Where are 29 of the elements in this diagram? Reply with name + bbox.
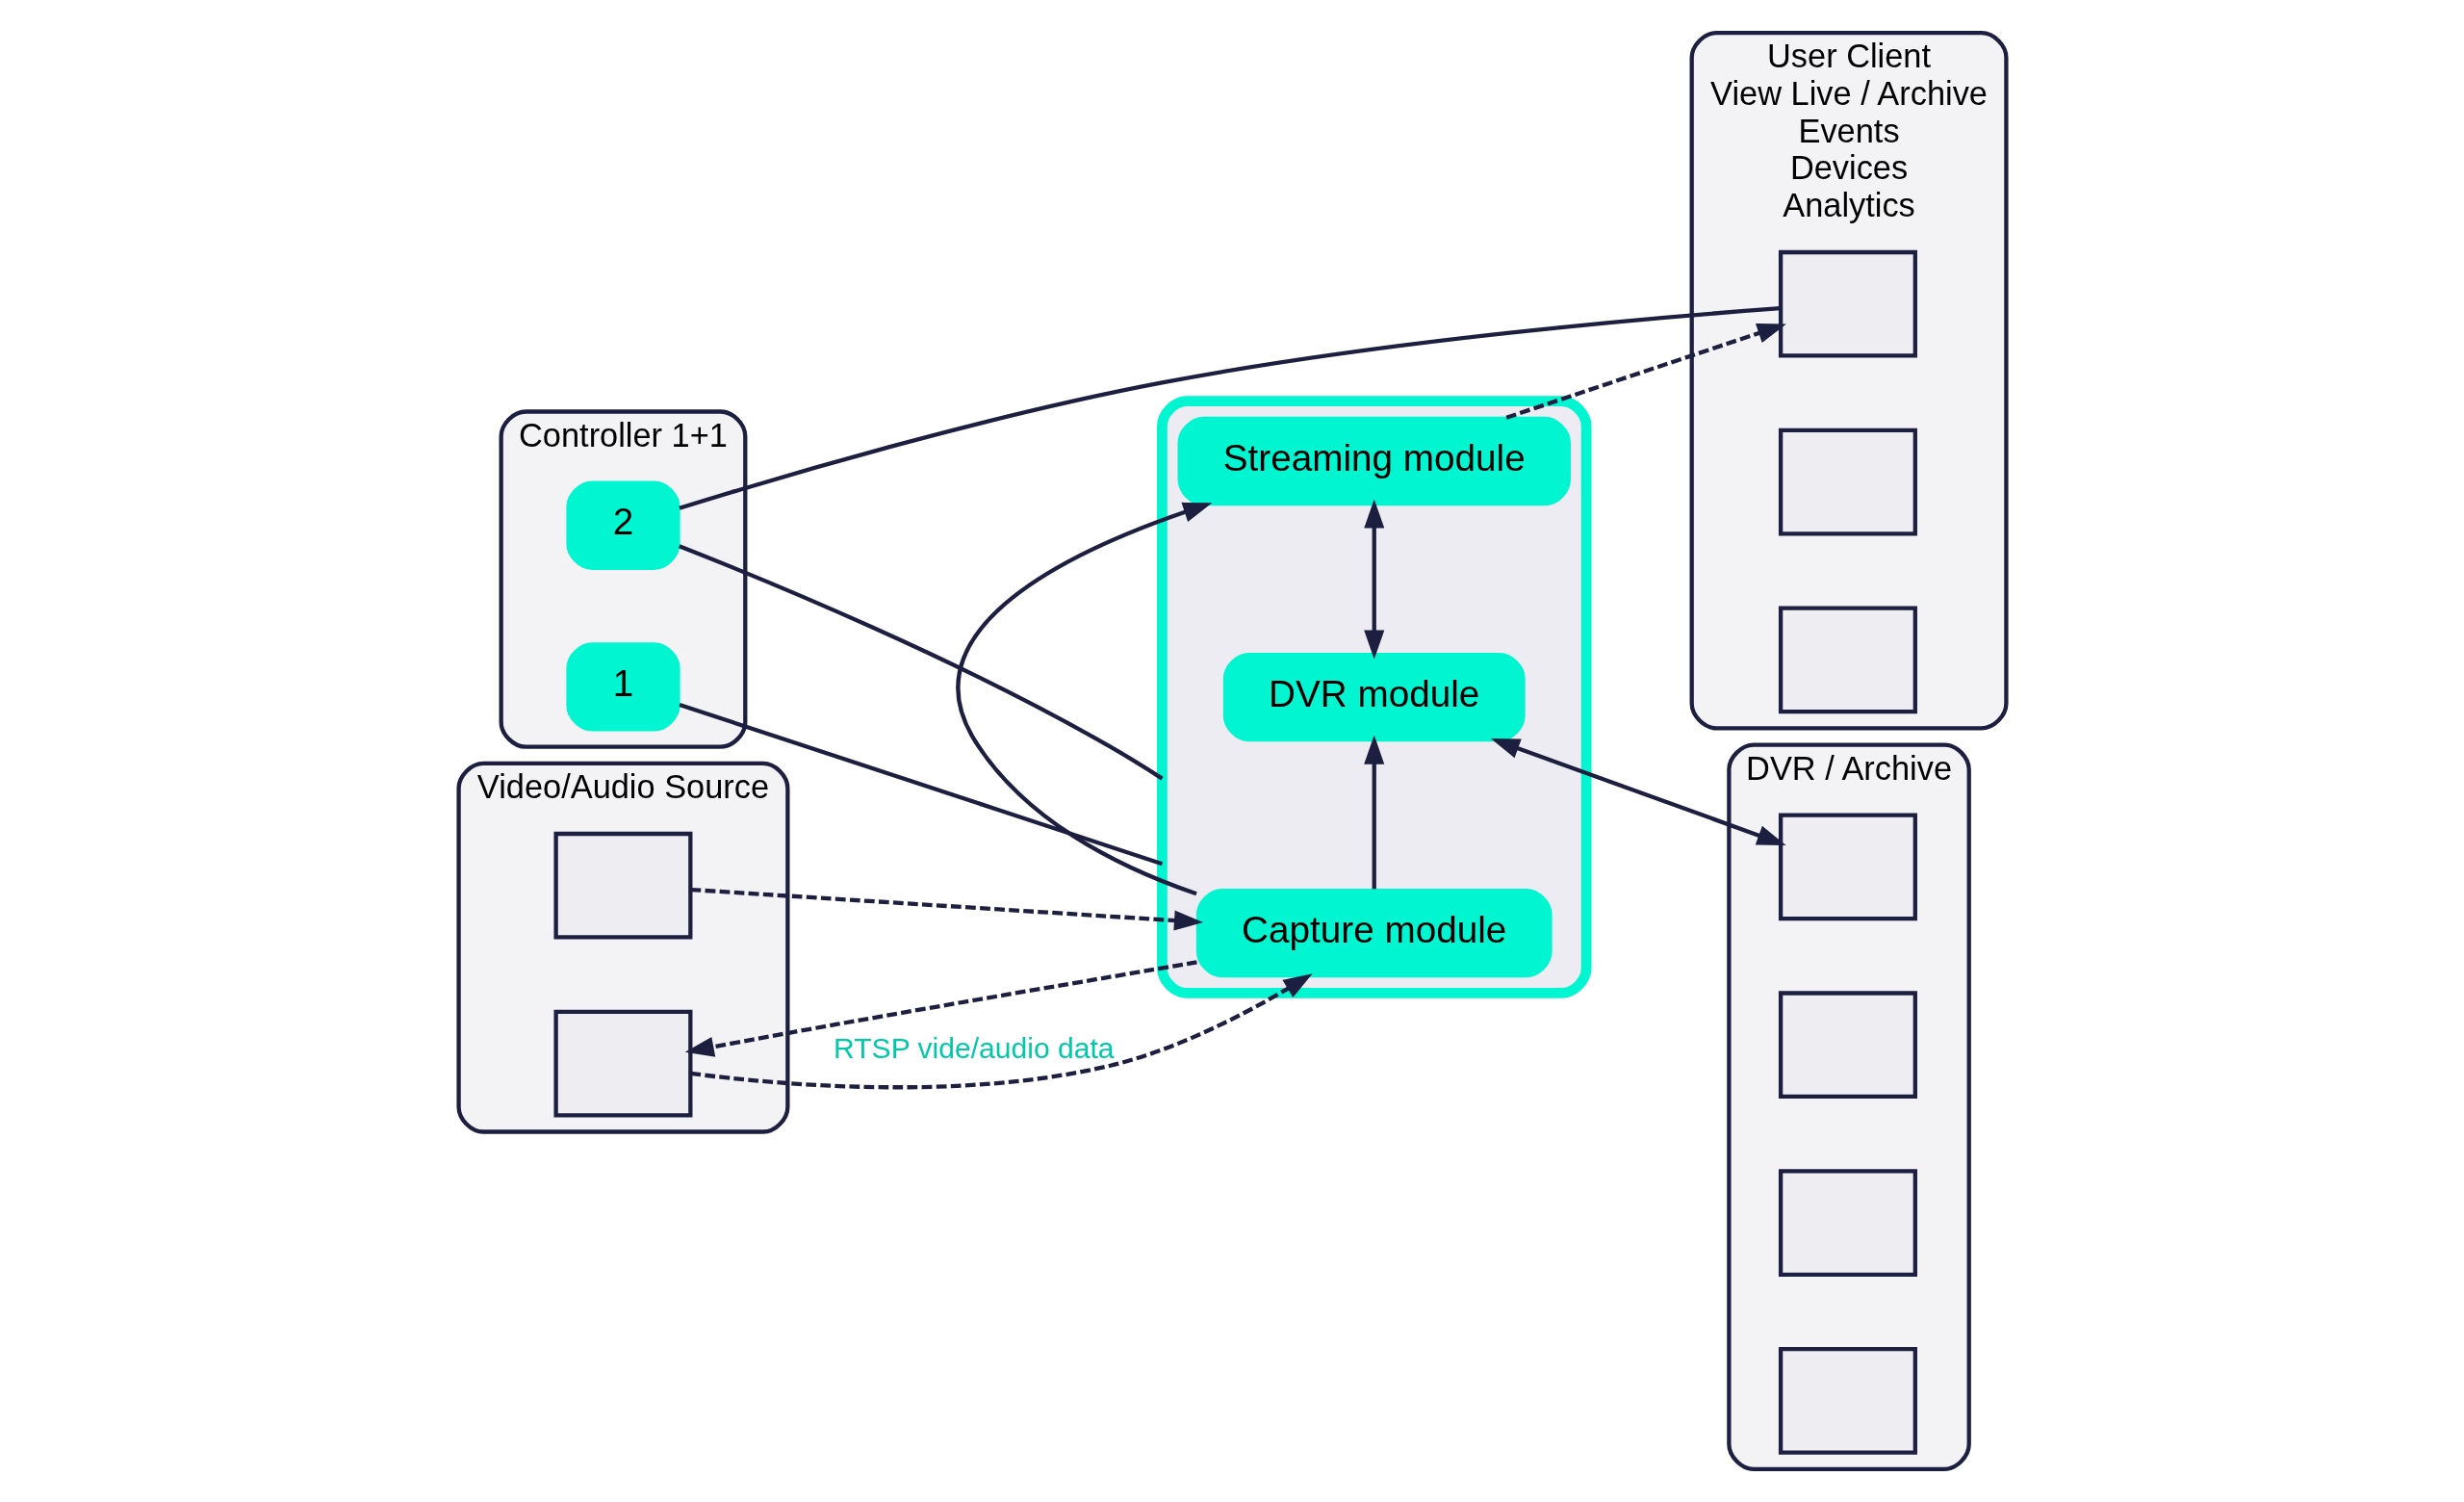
node-box bbox=[552, 1009, 692, 1118]
node-box bbox=[1778, 249, 1917, 358]
node-box: Capture module bbox=[1195, 888, 1553, 978]
arrow bbox=[1504, 324, 1786, 420]
node-box bbox=[1778, 427, 1917, 536]
arrow bbox=[689, 973, 1313, 1090]
node-box bbox=[1778, 606, 1917, 714]
cluster: Video/Audio Source bbox=[455, 761, 789, 1134]
node-box bbox=[1778, 813, 1917, 921]
node-box: 1 bbox=[565, 642, 680, 732]
node-box: Streaming module bbox=[1177, 416, 1571, 506]
arrow bbox=[1490, 738, 1786, 845]
cluster: DVR / Archive bbox=[1726, 742, 1971, 1471]
node-box bbox=[552, 831, 692, 940]
cluster: User Client View Live / Archive Events Devices Analytics bbox=[1689, 31, 2009, 731]
edge-label: RTSP vide/audio data bbox=[833, 1031, 1115, 1064]
arrow bbox=[1363, 499, 1384, 660]
arrow bbox=[690, 887, 1203, 931]
node-box bbox=[1778, 1347, 1917, 1455]
arrow bbox=[956, 502, 1212, 896]
node-box: 2 bbox=[565, 480, 680, 570]
arrow bbox=[1363, 735, 1384, 890]
connector bbox=[678, 544, 1164, 781]
connector bbox=[678, 306, 1781, 510]
connector bbox=[678, 702, 1163, 867]
node-box bbox=[1778, 991, 1917, 1100]
node-box bbox=[1778, 1169, 1917, 1277]
arrow bbox=[684, 960, 1197, 1057]
node-box: DVR module bbox=[1222, 652, 1526, 742]
